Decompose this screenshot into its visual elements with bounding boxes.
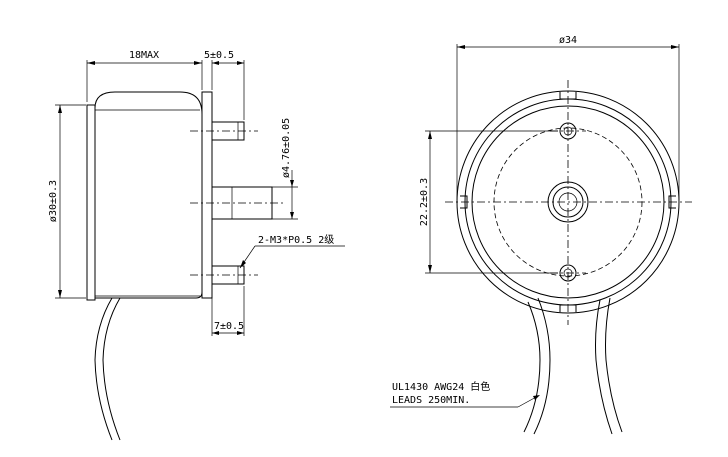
length-dimension: 18MAX (129, 50, 159, 61)
lead-wire-left (523, 301, 541, 433)
boss-length-dimension: 7±0.5 (214, 321, 244, 332)
lower-mount-hole (559, 264, 577, 282)
lead-note-line2: LEADS 250MIN. (392, 395, 470, 406)
screw-thread-note: 2-M3*P0.5 2级 (258, 234, 334, 246)
shaft-length-dimension: 5±0.5 (204, 50, 234, 61)
outer-diameter-dimension: ø34 (559, 35, 577, 46)
front-view: ø34 22.2±0.3 UL1430 AWG24 白色 LEADS 250MI… (390, 35, 692, 435)
lead-note-line1: UL1430 AWG24 白色 (392, 380, 490, 393)
lead-wire-right (595, 299, 613, 435)
rear-cover (201, 91, 213, 299)
motor-body (94, 91, 203, 299)
body-diameter-dimension: ø30±0.3 (48, 180, 59, 222)
shaft-diameter-dimension: ø4.76±0.05 (281, 118, 292, 178)
side-view: 18MAX 5±0.5 ø4.76±0.05 ø30±0.3 2-M3*P0.5… (48, 50, 345, 441)
hole-spacing-dimension: 22.2±0.3 (419, 178, 430, 226)
flange-plate (86, 104, 96, 301)
lead-wire-side (94, 297, 113, 441)
